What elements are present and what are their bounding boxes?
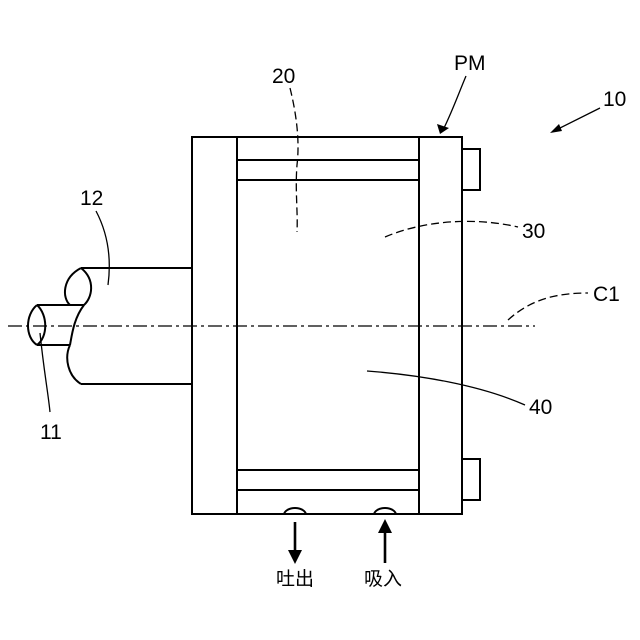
- leader-12: [96, 211, 109, 285]
- suction-arrow: [378, 519, 392, 563]
- upper-band: [237, 160, 419, 180]
- label-20: 20: [272, 65, 295, 88]
- lower-band: [237, 470, 419, 490]
- label-c1: C1: [593, 283, 620, 306]
- label-10: 10: [603, 88, 626, 111]
- leader-40: [367, 371, 525, 405]
- label-pm: PM: [454, 52, 486, 75]
- leader-c1: [508, 293, 588, 320]
- lower-bolt: [462, 459, 480, 500]
- label-discharge: 吐出: [276, 568, 314, 590]
- upper-bolt: [462, 149, 480, 190]
- label-suction: 吸入: [364, 568, 402, 590]
- label-12: 12: [80, 187, 103, 210]
- unit-10-arrow: [550, 108, 600, 133]
- label-40: 40: [529, 396, 552, 419]
- discharge-arrow: [288, 522, 302, 564]
- shaft-11: [28, 305, 84, 345]
- label-11: 11: [40, 421, 62, 444]
- pm-arrow: [437, 76, 466, 134]
- leader-30: [385, 221, 518, 237]
- label-30: 30: [522, 220, 545, 243]
